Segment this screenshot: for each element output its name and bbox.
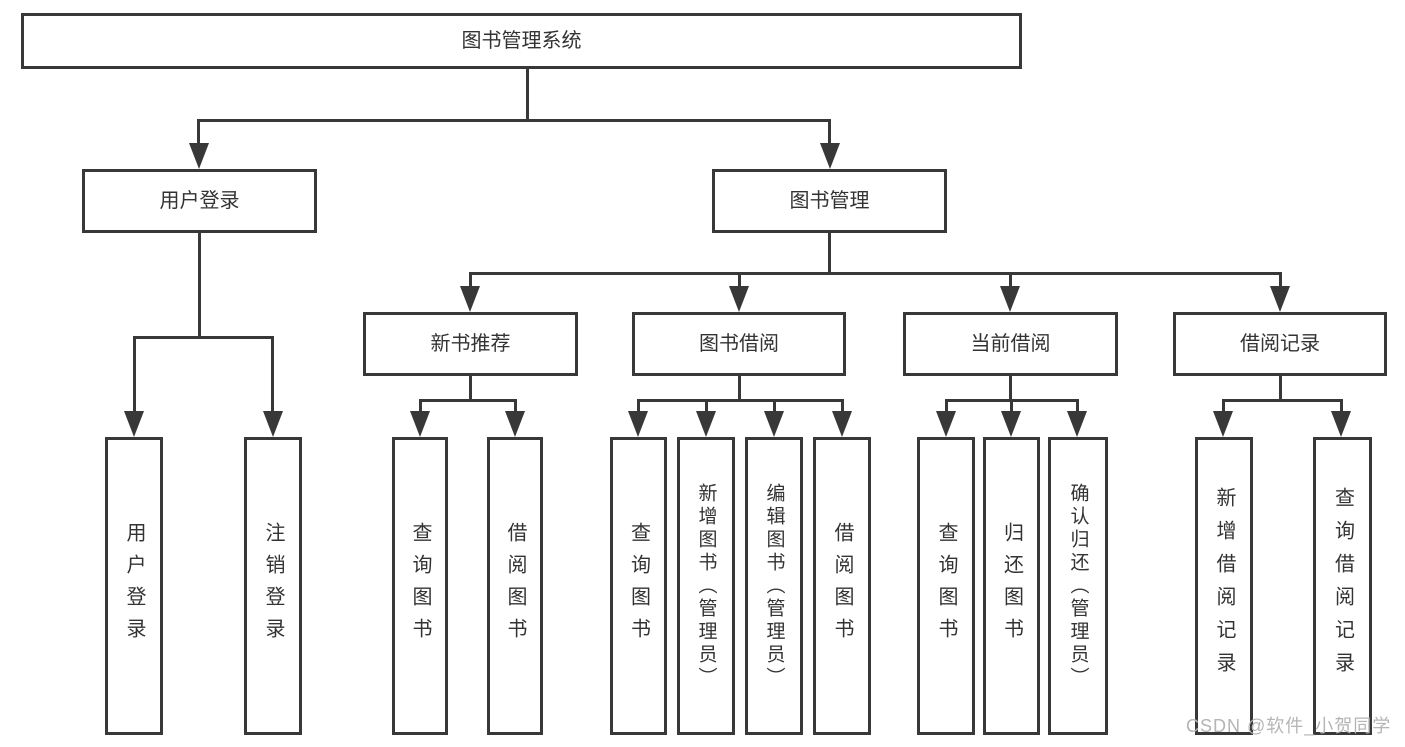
node-book-manage: 图书管理 [712,169,947,233]
arrowhead-rec-borrow [505,411,525,437]
connector-drop-rec-add-record [1222,399,1225,414]
connector-borrow-bar [637,399,843,402]
leaf-confirm-return-admin: 确认归还（管理员） [1048,437,1108,735]
leaf-recommend-borrow-book: 借阅图书 [487,437,543,735]
connector-drop-bor-edit [773,399,776,414]
arrowhead-recommend [460,286,480,312]
connector-drop-cur-confirm [1076,399,1079,414]
connector-drop-logout [271,336,274,414]
arrowhead-cur-confirm [1067,411,1087,437]
csdn-watermark: CSDN @软件_小贺同学 [1186,716,1392,736]
arrowhead-bor-add [696,411,716,437]
leaf-logout: 注销登录 [244,437,302,735]
arrowhead-bor-query [628,411,648,437]
connector-root-stub [526,69,529,122]
connector-drop-borrow [738,272,741,292]
connector-level2-bar [197,119,831,122]
leaf-borrow-borrow-book: 借阅图书 [813,437,871,735]
connector-records-bar [1222,399,1343,402]
node-current-borrow: 当前借阅 [903,312,1118,376]
leaf-current-query-book: 查询图书 [917,437,975,735]
arrowhead-bor-borrow [832,411,852,437]
connector-drop-current [1009,272,1012,292]
node-book-borrow: 图书借阅 [632,312,846,376]
node-borrow-records: 借阅记录 [1173,312,1387,376]
leaf-add-book-admin: 新增图书（管理员） [677,437,735,735]
arrowhead-manage [820,143,840,169]
connector-drop-records [1279,272,1282,292]
connector-drop-cur-query [945,399,948,414]
leaf-user-login: 用户登录 [105,437,163,735]
connector-drop-recommend [469,272,472,292]
arrowhead-current [1000,286,1020,312]
connector-level3-bar [469,272,1282,275]
leaf-return-book: 归还图书 [983,437,1040,735]
connector-drop-user-login [133,336,136,414]
arrowhead-logout [263,411,283,437]
arrowhead-rec-query [410,411,430,437]
node-new-book-recommend: 新书推荐 [363,312,578,376]
arrowhead-login [189,143,209,169]
leaf-borrow-query-book: 查询图书 [610,437,667,735]
connector-drop-rec-query-record [1340,399,1343,414]
arrowhead-records [1270,286,1290,312]
connector-current-stub [1009,376,1012,402]
connector-drop-cur-return [1010,399,1013,414]
connector-recommend-bar [419,399,517,402]
arrowhead-bor-edit [764,411,784,437]
node-user-login: 用户登录 [82,169,317,233]
leaf-add-borrow-record: 新增借阅记录 [1195,437,1253,735]
connector-recommend-stub [469,376,472,402]
connector-drop-rec-borrow [514,399,517,414]
arrowhead-borrow [729,286,749,312]
connector-drop-manage [828,119,831,147]
connector-records-stub [1279,376,1282,402]
connector-login-bar [133,336,274,339]
leaf-query-borrow-record: 查询借阅记录 [1313,437,1372,735]
leaf-recommend-query-book: 查询图书 [392,437,448,735]
connector-drop-login [197,119,200,147]
arrowhead-cur-query [936,411,956,437]
connector-drop-bor-query [637,399,640,414]
connector-drop-bor-borrow [841,399,844,414]
connector-borrow-stub [738,376,741,402]
connector-drop-bor-add [705,399,708,414]
arrowhead-cur-return [1001,411,1021,437]
connector-drop-rec-query [419,399,422,414]
arrowhead-rec-query-record [1331,411,1351,437]
leaf-edit-book-admin: 编辑图书（管理员） [745,437,803,735]
node-root-title: 图书管理系统 [21,13,1022,69]
arrowhead-user-login [124,411,144,437]
arrowhead-rec-add-record [1213,411,1233,437]
connector-login-stub [198,233,201,339]
connector-manage-stub [828,233,831,275]
